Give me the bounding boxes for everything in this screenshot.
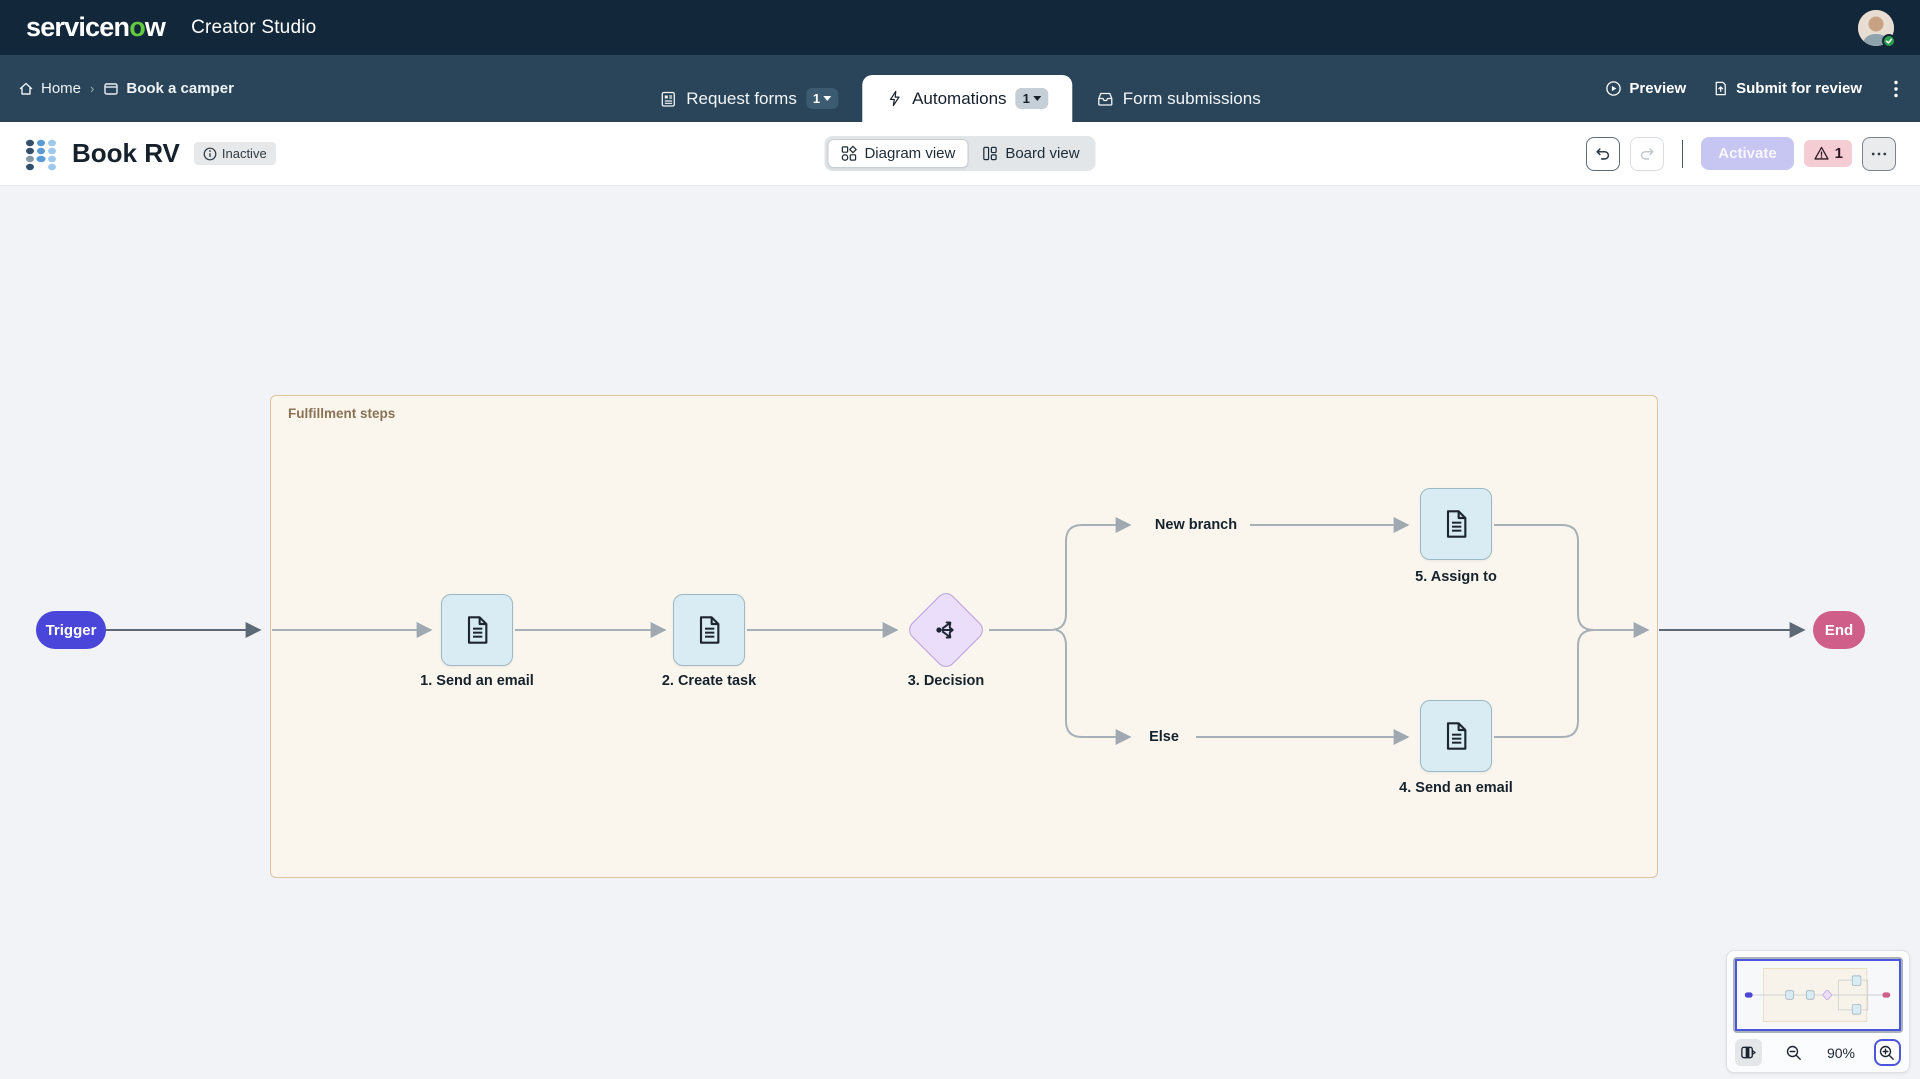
page-title: Book RV	[72, 138, 180, 168]
user-avatar[interactable]	[1858, 9, 1896, 48]
branch-label-else[interactable]: Else	[1149, 729, 1179, 745]
tab-request-forms-label: Request forms	[686, 88, 797, 108]
step-label: 2. Create task	[661, 673, 757, 689]
play-circle-icon	[1606, 81, 1622, 96]
breadcrumb-current-label: Book a camper	[126, 80, 234, 97]
board-view-button[interactable]: Board view	[968, 139, 1092, 168]
top-bar: servicenow Creator Studio	[0, 0, 1920, 55]
step-node-assign-to-5[interactable]	[1420, 488, 1492, 560]
step-label: 3. Decision	[907, 673, 985, 689]
fulfillment-steps-label: Fulfillment steps	[288, 406, 396, 421]
submit-for-review-label: Submit for review	[1736, 80, 1862, 97]
servicenow-logo: servicenow	[26, 12, 166, 43]
warning-count-badge[interactable]: 1	[1803, 140, 1852, 167]
diagram-view-icon	[841, 145, 857, 161]
breadcrumb-home-label: Home	[41, 80, 82, 97]
status-badge-label: Inactive	[221, 146, 267, 161]
redo-icon	[1641, 147, 1654, 160]
status-badge: Inactive	[193, 142, 276, 165]
automation-header: Book RV Inactive Diagram view Board view…	[0, 122, 1920, 186]
minimap-viewport[interactable]	[1735, 959, 1901, 1031]
view-toggle: Diagram view Board view	[824, 136, 1096, 171]
minimap-preview	[1744, 968, 1891, 1022]
tab-automations-label: Automations	[912, 88, 1007, 108]
board-view-icon	[983, 146, 997, 161]
submit-for-review-button[interactable]: Submit for review	[1712, 80, 1862, 97]
breadcrumb: Home › Book a camper	[18, 55, 234, 122]
more-actions-button[interactable]	[1862, 136, 1896, 171]
form-submissions-icon	[1097, 92, 1112, 106]
request-forms-icon	[661, 91, 675, 107]
zoom-level: 90%	[1826, 1044, 1855, 1061]
tab-automations-count-dropdown[interactable]: 1	[1015, 88, 1048, 109]
more-options-kebab-button[interactable]	[1888, 76, 1904, 102]
step-label: 4. Send an email	[1399, 780, 1513, 796]
activate-button[interactable]: Activate	[1701, 137, 1794, 170]
trigger-node[interactable]: Trigger	[36, 611, 106, 649]
zoom-out-icon	[1787, 1045, 1802, 1060]
zoom-in-button[interactable]	[1873, 1039, 1901, 1066]
chevron-down-icon	[823, 96, 832, 101]
chevron-down-icon	[1032, 96, 1041, 101]
diagram-view-label: Diagram view	[864, 145, 956, 162]
minimap-panel: 90%	[1726, 950, 1910, 1073]
end-node[interactable]: End	[1813, 611, 1865, 649]
tab-request-forms-count: 1	[812, 91, 821, 106]
automation-app-icon	[26, 139, 56, 170]
zoom-controls: 90%	[1733, 1039, 1903, 1066]
app-window-icon	[104, 82, 119, 95]
minimap-toggle-icon	[1741, 1046, 1756, 1059]
board-view-label: Board view	[1005, 145, 1080, 162]
minimap-toggle-button[interactable]	[1735, 1039, 1762, 1066]
document-icon	[699, 616, 720, 644]
tab-automations[interactable]: Automations 1	[862, 75, 1072, 122]
tab-form-submissions-label: Form submissions	[1122, 88, 1261, 108]
zoom-in-icon	[1880, 1045, 1895, 1060]
step-node-create-task-2[interactable]	[673, 594, 745, 666]
preview-label: Preview	[1629, 80, 1687, 97]
branch-label-new-branch[interactable]: New branch	[1154, 517, 1238, 533]
step-label: 5. Assign to	[1415, 569, 1497, 585]
tab-request-forms-count-dropdown[interactable]: 1	[805, 88, 839, 109]
document-icon	[1446, 722, 1467, 750]
document-icon	[467, 616, 488, 644]
logo-green-o: o	[129, 12, 145, 42]
workflow-canvas[interactable]: Fulfillment steps Trigger End 1. Send an…	[0, 186, 1920, 1079]
zoom-out-button[interactable]	[1781, 1039, 1808, 1066]
preview-button[interactable]: Preview	[1605, 80, 1686, 97]
tab-form-submissions[interactable]: Form submissions	[1072, 75, 1285, 122]
home-icon	[19, 82, 33, 95]
avatar-image	[1858, 9, 1894, 46]
breadcrumb-home[interactable]: Home	[18, 80, 81, 97]
undo-icon	[1596, 147, 1610, 160]
tab-automations-count: 1	[1022, 91, 1030, 106]
redo-button[interactable]	[1630, 136, 1665, 171]
content-tabs: Request forms 1 Automations 1 Form submi…	[635, 75, 1284, 122]
step-label: 1. Send an email	[420, 673, 534, 689]
breadcrumb-current-app[interactable]: Book a camper	[103, 80, 234, 97]
diagram-view-button[interactable]: Diagram view	[827, 139, 969, 168]
ellipsis-icon	[1871, 152, 1887, 155]
workspace-nav-bar: Home › Book a camper Request forms 1 Aut…	[0, 55, 1920, 122]
breadcrumb-separator-icon: ›	[90, 81, 95, 96]
submit-document-icon	[1715, 81, 1726, 96]
product-title: Creator Studio	[191, 16, 317, 38]
logo-text-end: w	[144, 12, 166, 42]
minimap[interactable]	[1733, 957, 1903, 1033]
step-node-send-an-email-1[interactable]	[441, 594, 513, 666]
automation-bolt-icon	[889, 90, 900, 107]
tab-request-forms[interactable]: Request forms 1	[635, 75, 862, 122]
warning-count: 1	[1834, 145, 1843, 162]
logo-text: servicen	[26, 12, 130, 42]
document-icon	[1446, 510, 1467, 538]
kebab-icon	[1894, 80, 1898, 97]
undo-button[interactable]	[1586, 136, 1621, 171]
nav-actions: Preview Submit for review	[1605, 55, 1904, 122]
step-node-send-an-email-4[interactable]	[1420, 700, 1492, 772]
info-icon	[203, 147, 217, 160]
header-divider	[1682, 139, 1684, 168]
warning-triangle-icon	[1814, 146, 1829, 160]
presence-online-icon	[1882, 33, 1896, 48]
